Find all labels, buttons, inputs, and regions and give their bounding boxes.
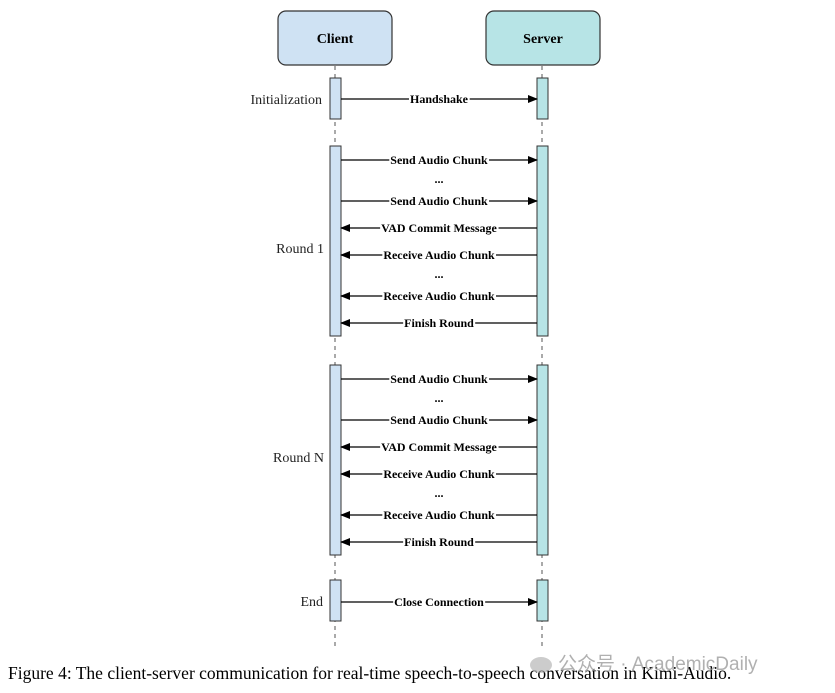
client-actor: Client [277,10,393,66]
message-label: Finish Round [404,535,474,549]
phase-label-round-1: Round 1 [276,242,324,257]
message-label-background [380,440,499,454]
message-label: Send Audio Chunk [390,153,488,167]
client-activation-init [329,77,342,120]
message-label: Receive Audio Chunk [383,248,495,262]
client-actor-label: Client [317,32,354,47]
phase-label-initialization: Initialization [250,93,322,108]
message-label-background [408,92,470,106]
server-activation-round1 [536,145,549,337]
message-label-background [393,595,486,609]
message-label-background [389,194,490,208]
message-label: Finish Round [404,316,474,330]
message-label-background [403,535,476,549]
message-label: VAD Commit Message [381,440,497,454]
server-activation-end [536,579,549,622]
phase-label-round-n: Round N [273,451,324,466]
message-label-background [382,508,496,522]
wechat-icon [530,656,552,673]
ellipsis-marker: ... [435,267,444,281]
message-label-background [382,248,496,262]
message-label-background [403,316,476,330]
message-label-background [382,467,496,481]
client-activation-end [329,579,342,622]
ellipsis-marker: ... [435,391,444,405]
client-activation-roundn [329,364,342,556]
phase-label-end: End [300,595,323,610]
watermark-text: 公众号 · AcademicDaily [558,654,758,675]
message-label: VAD Commit Message [381,221,497,235]
server-actor: Server [485,10,601,66]
server-activation-roundn [536,364,549,556]
watermark: 公众号 · AcademicDaily [530,649,758,676]
message-label: Send Audio Chunk [390,194,488,208]
message-label-background [382,289,496,303]
message-label-background [389,413,490,427]
ellipsis-marker: ... [435,486,444,500]
server-activation-init [536,77,549,120]
message-label: Receive Audio Chunk [383,508,495,522]
server-actor-label: Server [523,32,563,47]
message-label-background [389,153,490,167]
message-label: Receive Audio Chunk [383,467,495,481]
message-label: Receive Audio Chunk [383,289,495,303]
message-label-background [389,372,490,386]
message-label: Handshake [410,92,469,106]
message-label-background [380,221,499,235]
message-label: Close Connection [394,595,484,609]
message-label: Send Audio Chunk [390,413,488,427]
ellipsis-marker: ... [435,172,444,186]
client-activation-round1 [329,145,342,337]
message-label: Send Audio Chunk [390,372,488,386]
